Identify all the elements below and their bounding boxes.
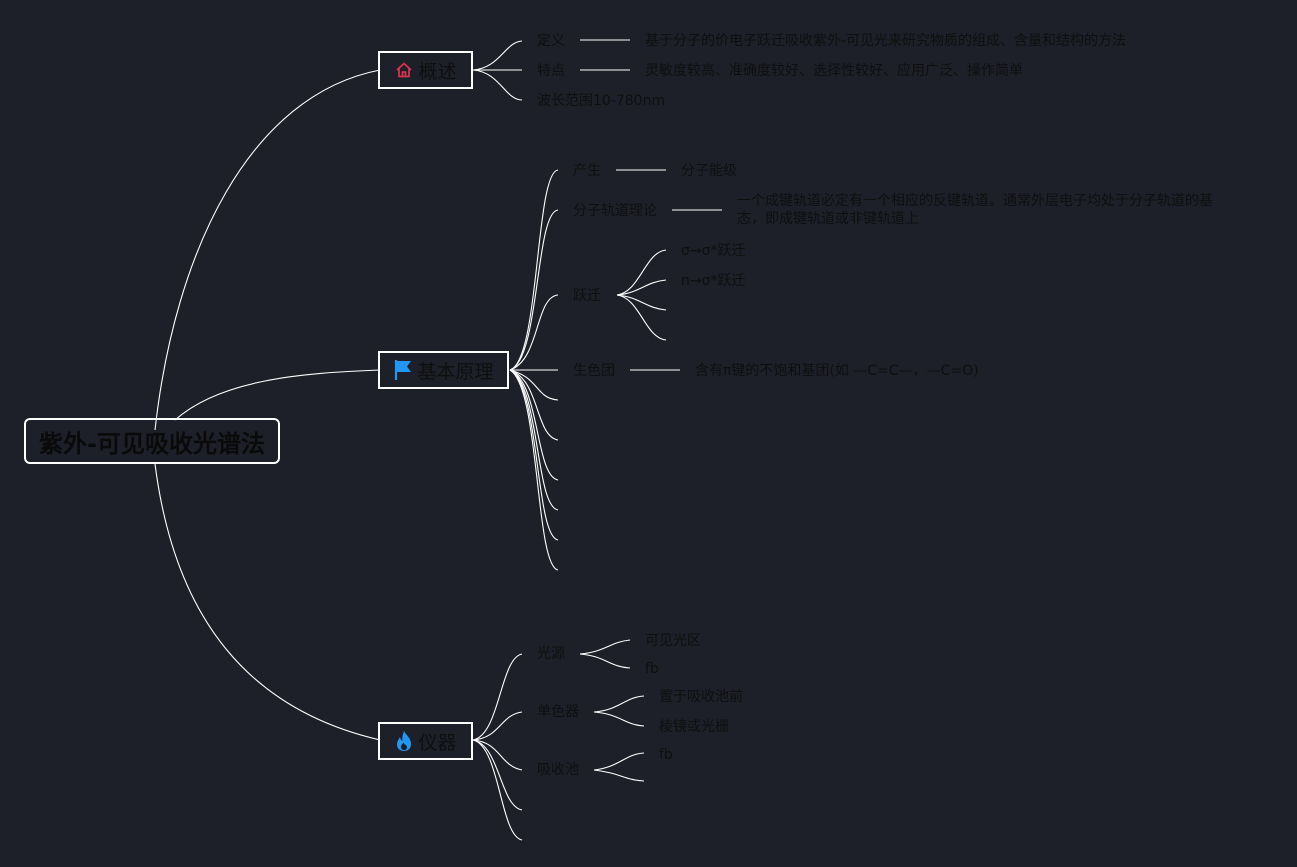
link-transition-3 — [616, 294, 667, 311]
principle-mo-theory-text[interactable]: 一个成键轨道必定有一个相应的反键轨道。通常外层电子均处于分子轨道的基态，即成键轨… — [737, 193, 1213, 227]
link-root-instrument — [154, 463, 381, 741]
transition-n-sigma-star[interactable]: n→σ*跃迁 — [681, 273, 746, 289]
link-principle-empty-5 — [509, 369, 559, 541]
branch-overview[interactable]: 概述 — [378, 51, 473, 89]
branch-overview-label: 概述 — [418, 60, 457, 83]
branch-principle[interactable]: 基本原理 — [378, 351, 509, 389]
principle-chromophore-text[interactable]: 含有π键的不饱和基团(如 —C=C—，—C=O) — [695, 363, 979, 379]
principle-transition-label[interactable]: 跃迁 — [573, 288, 601, 304]
instrument-monochromator-label[interactable]: 单色器 — [537, 704, 579, 720]
link-principle-origin — [509, 169, 559, 371]
principle-origin-text[interactable]: 分子能级 — [681, 163, 737, 179]
link-mono-2 — [593, 711, 645, 727]
link-instrument-light — [472, 653, 523, 741]
link-root-principle — [174, 369, 381, 421]
link-transition-2 — [616, 279, 667, 296]
link-instrument-empty-1 — [472, 739, 523, 811]
link-mono-1 — [593, 695, 645, 713]
link-overview-wavelength — [472, 69, 523, 101]
link-instrument-empty-2 — [472, 739, 523, 841]
link-light-2 — [579, 653, 631, 669]
branch-principle-label: 基本原理 — [417, 360, 494, 383]
link-principle-empty-2 — [509, 369, 559, 441]
branch-instrument[interactable]: 仪器 — [378, 722, 473, 760]
link-principle-transition — [509, 294, 559, 371]
link-transition-4 — [616, 294, 667, 341]
overview-features-label[interactable]: 特点 — [537, 63, 565, 79]
link-principle-empty-1 — [509, 369, 559, 401]
light-source-visible[interactable]: 可见光区 — [645, 633, 701, 649]
overview-features-text[interactable]: 灵敏度较高、准确度较好、选择性较好、应用广泛、操作简单 — [645, 63, 1023, 79]
overview-definition-label[interactable]: 定义 — [537, 33, 565, 49]
link-principle-empty-6 — [509, 369, 559, 571]
link-root-overview — [154, 69, 381, 431]
link-transition-1 — [616, 249, 667, 296]
link-overview-definition — [472, 40, 523, 71]
link-instrument-cell — [472, 739, 523, 771]
root-topic-label: 紫外-可见吸收光谱法 — [39, 429, 265, 458]
monochromator-position[interactable]: 置于吸收池前 — [659, 689, 743, 705]
fire-icon — [394, 731, 414, 751]
link-principle-empty-3 — [509, 369, 559, 481]
flag-icon — [393, 360, 413, 380]
overview-wavelength[interactable]: 波长范围10-780nm — [537, 93, 666, 109]
root-topic[interactable]: 紫外-可见吸收光谱法 — [24, 418, 280, 464]
transition-sigma-sigma-star[interactable]: σ→σ*跃迁 — [681, 243, 746, 259]
branch-instrument-label: 仪器 — [418, 731, 457, 754]
instrument-cell-label[interactable]: 吸收池 — [537, 762, 579, 778]
overview-definition-text[interactable]: 基于分子的价电子跃迁吸收紫外-可见光来研究物质的组成、含量和结构的方法 — [645, 33, 1127, 49]
principle-mo-theory-label[interactable]: 分子轨道理论 — [573, 203, 657, 219]
instrument-light-source-label[interactable]: 光源 — [537, 646, 565, 662]
light-source-fb[interactable]: fb — [645, 661, 659, 677]
link-principle-empty-4 — [509, 369, 559, 511]
link-cell-1 — [593, 752, 645, 771]
cell-fb[interactable]: fb — [659, 747, 673, 763]
link-principle-mo — [509, 209, 559, 371]
monochromator-type[interactable]: 棱镜或光栅 — [659, 719, 729, 735]
principle-chromophore-label[interactable]: 生色团 — [573, 363, 615, 379]
link-instrument-mono — [472, 711, 523, 741]
link-light-1 — [579, 639, 631, 655]
principle-origin-label[interactable]: 产生 — [573, 163, 601, 179]
house-icon — [394, 60, 414, 80]
link-cell-2 — [593, 769, 645, 782]
